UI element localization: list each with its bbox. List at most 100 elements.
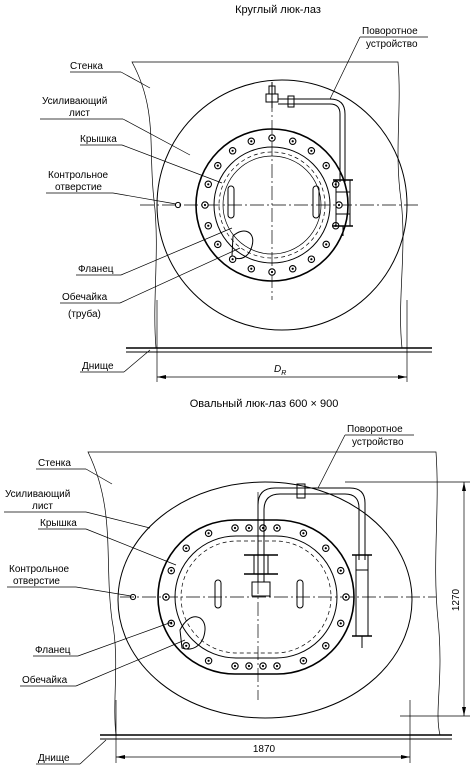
round-hatch-title: Круглый люк-лаз	[235, 4, 321, 16]
round-leader-flanec	[120, 227, 233, 276]
round-dim-arrow-left	[157, 375, 166, 379]
round-leader-kryshka	[121, 144, 223, 184]
round-bolt-center	[231, 258, 234, 261]
round-cutaway	[231, 230, 254, 260]
round-shell-inner	[222, 155, 322, 255]
oval-bolt-pattern	[162, 524, 350, 670]
round-label-kontrol-1: Контрольное	[48, 170, 109, 181]
round-rotating-device	[265, 82, 353, 236]
oval-dim-h-arrow-bottom	[462, 707, 466, 716]
oval-reinforcing-sheet	[117, 481, 413, 719]
oval-label-kontrol-2: отверстие	[13, 576, 60, 587]
oval-dim-w-arrow-left	[116, 755, 125, 759]
round-label-dnishche: Днище	[82, 361, 114, 372]
round-bolt-center	[337, 203, 341, 207]
round-hatch-view: Круглый люк-лаз	[40, 4, 432, 382]
round-handle-left	[227, 185, 235, 219]
oval-bolt-center	[185, 547, 188, 550]
round-bolt-center	[203, 203, 207, 207]
oval-bolt-center	[339, 622, 342, 625]
oval-label-flanec: Фланец	[35, 645, 71, 656]
round-dim-arrow-right	[398, 375, 407, 379]
round-bolt-center	[270, 136, 274, 140]
oval-bolt-center	[247, 526, 251, 530]
round-handle-right	[312, 185, 320, 219]
oval-cutaway	[179, 616, 206, 650]
oval-shell-hidden	[180, 540, 332, 654]
oval-dim-h-arrow-top	[462, 482, 466, 491]
oval-bolt-center	[207, 532, 210, 535]
oval-bolt-center	[261, 664, 265, 668]
oval-bolt-center	[324, 547, 327, 550]
round-label-kryshka: Крышка	[80, 134, 117, 145]
oval-wall-plate	[87, 451, 441, 736]
oval-leader-dnishche	[79, 739, 107, 765]
oval-label-stenka: Стенка	[38, 458, 71, 469]
oval-handle-left	[214, 579, 222, 609]
oval-bolt-center	[185, 644, 188, 647]
oval-leader-usil	[85, 511, 151, 529]
oval-control-hole	[129, 593, 137, 601]
round-bolt-center	[291, 140, 294, 143]
round-bolt-center	[250, 267, 253, 270]
oval-label-usil-2: лист	[32, 501, 53, 512]
oval-leader-stenka	[85, 468, 113, 485]
round-bolt-center	[207, 224, 210, 227]
oval-leader-flanec	[77, 621, 173, 657]
oval-handle-right	[296, 579, 304, 609]
round-leader-stenka	[120, 71, 151, 89]
round-bolt-center	[325, 243, 328, 246]
oval-dim-width: 1870	[253, 744, 276, 755]
round-label-stenka: Стенка	[70, 61, 103, 72]
oval-leader-obech	[75, 639, 186, 687]
round-label-povorot-1: Поворотное	[362, 26, 418, 37]
oval-bolt-center	[275, 526, 279, 530]
round-leader-kontrol	[112, 192, 177, 205]
round-label-obech-1: Обечайка	[62, 291, 108, 303]
round-leader-usil	[122, 118, 191, 156]
oval-bolt-center	[170, 569, 173, 572]
round-bolt-center	[270, 270, 274, 274]
oval-bolt-center	[233, 664, 237, 668]
oval-label-obech: Обечайка	[22, 674, 68, 686]
oval-bolt-center	[170, 622, 173, 625]
round-label-povorot-2: устройство	[366, 39, 418, 50]
round-label-obech-2: (труба)	[68, 308, 101, 320]
round-label-flanec: Фланец	[78, 264, 114, 275]
round-bolt-center	[231, 149, 234, 152]
round-cover-edge	[213, 146, 331, 264]
oval-bolt-center	[164, 595, 168, 599]
round-leader-dnishche	[123, 349, 151, 373]
oval-flange	[157, 519, 355, 675]
oval-label-dnishche: Днище	[38, 753, 70, 764]
oval-dim-w-arrow-right	[401, 755, 410, 759]
oval-leader-kryshka	[85, 528, 177, 566]
oval-bolt-center	[344, 595, 348, 599]
oval-dim-height: 1270	[451, 588, 462, 611]
oval-cover-edge	[174, 535, 338, 659]
oval-hatch-view: Овальный люк-лаз 600 × 900	[4, 398, 470, 765]
oval-label-usil-1: Усиливающий	[5, 489, 70, 500]
oval-bolt-center	[302, 659, 305, 662]
oval-bolt-center	[324, 644, 327, 647]
round-bolt-center	[207, 183, 210, 186]
oval-label-kontrol-1: Контрольное	[9, 564, 70, 575]
round-dim-label: DR	[274, 364, 286, 377]
oval-bolt-center	[339, 569, 342, 572]
round-shell-hidden	[218, 151, 326, 259]
round-bolt-center	[291, 267, 294, 270]
round-leader-povorot	[329, 36, 361, 100]
round-label-usil-1: Усиливающий	[42, 96, 107, 107]
oval-rotating-device	[244, 483, 372, 648]
oval-leader-kontrol	[75, 586, 132, 597]
round-bolt-center	[250, 140, 253, 143]
round-label-kontrol-2: отверстие	[55, 182, 102, 193]
round-bolt-center	[325, 164, 328, 167]
oval-label-povorot-2: устройство	[352, 437, 404, 448]
oval-label-kryshka: Крышка	[40, 518, 77, 529]
oval-bolt-center	[233, 526, 237, 530]
oval-bolt-center	[302, 532, 305, 535]
round-bolt-center	[216, 243, 219, 246]
oval-label-povorot-1: Поворотное	[347, 424, 403, 435]
round-label-usil-2: лист	[69, 108, 90, 119]
